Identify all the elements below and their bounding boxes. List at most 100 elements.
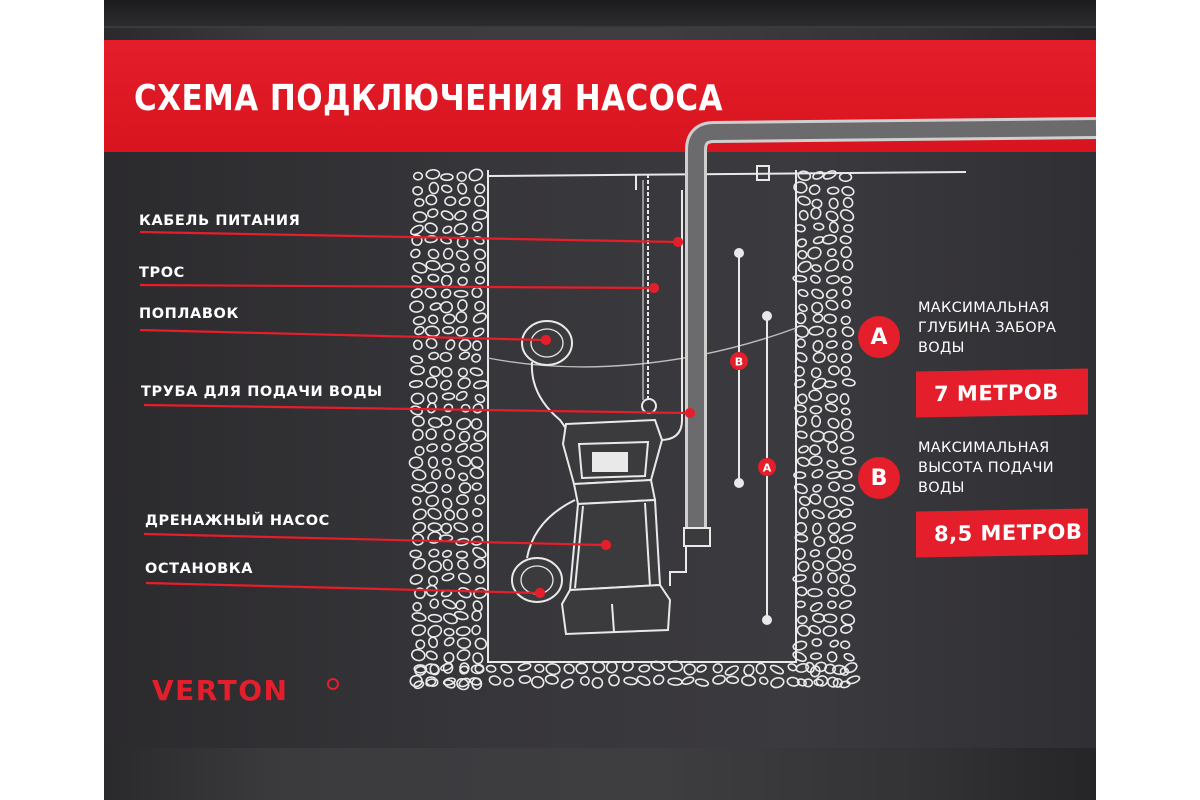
wall-stone <box>425 650 438 661</box>
wall-stone <box>623 676 638 686</box>
wall-stone <box>829 534 839 544</box>
wall-stone <box>454 210 467 221</box>
wall-stone <box>412 557 426 570</box>
wall-stone <box>575 662 589 675</box>
spec-b-badge: B <box>858 457 900 499</box>
wall-stone <box>683 663 696 676</box>
wall-stone <box>814 661 828 673</box>
wall-stone <box>842 340 853 350</box>
wall-stone <box>469 367 484 377</box>
wall-stone <box>825 393 839 404</box>
wall-stone <box>440 274 453 287</box>
wall-stone <box>472 546 487 559</box>
wall-stone <box>787 663 798 672</box>
wall-stone <box>786 676 800 687</box>
power-cable <box>659 190 683 441</box>
wall-stone <box>842 259 854 271</box>
wall-stone <box>809 444 821 456</box>
wall-stone <box>811 301 824 314</box>
wall-stone <box>826 559 842 572</box>
wall-stone <box>427 522 442 532</box>
wall-stone <box>442 225 453 234</box>
wall-stone <box>839 430 855 442</box>
wall-stone <box>443 636 455 647</box>
wall-stone <box>810 430 825 443</box>
wall-stone <box>843 224 854 233</box>
wall-stone <box>796 238 808 248</box>
wall-stone <box>808 624 822 635</box>
leader-float <box>139 328 545 342</box>
wall-stone <box>427 531 442 544</box>
wall-stone <box>411 234 423 247</box>
wall-stone <box>725 675 740 685</box>
wall-stone <box>544 674 559 685</box>
wall-stone <box>813 222 825 231</box>
svg-text:A: A <box>763 462 772 475</box>
wall-stone <box>827 417 840 429</box>
callout-leaders <box>139 230 696 599</box>
wall-stone <box>500 663 513 674</box>
discharge-pipe-inner <box>688 120 1097 530</box>
wall-stone <box>428 181 440 195</box>
wall-stone <box>409 224 424 236</box>
wall-stone <box>841 378 856 387</box>
wall-stone <box>518 674 532 685</box>
wall-stone <box>410 392 425 405</box>
wall-stone <box>811 638 823 647</box>
wall-stone <box>560 678 574 689</box>
wall-stone <box>457 367 469 378</box>
wall-stone <box>440 173 454 182</box>
wall-stone <box>474 494 486 505</box>
wall-stone <box>471 624 481 636</box>
wall-stone <box>473 380 488 390</box>
wall-stone <box>456 235 469 249</box>
wall-stone <box>456 649 471 661</box>
wall-stone <box>413 664 428 674</box>
wall-stone <box>823 380 837 389</box>
wall-stone <box>442 662 454 674</box>
wall-stone <box>811 288 825 300</box>
wall-stone <box>408 456 424 469</box>
wall-stone <box>839 393 850 405</box>
wall-stone <box>427 613 443 623</box>
wall-stone <box>840 315 851 325</box>
wall-stone <box>840 446 855 455</box>
wall-stone <box>809 493 822 505</box>
wall-stone <box>458 677 471 688</box>
wall-stone <box>412 211 428 223</box>
wall-stone <box>743 664 755 677</box>
wall-stone <box>842 484 856 493</box>
wall-stone <box>475 261 486 273</box>
wall-stone <box>460 403 471 413</box>
wall-stone <box>829 639 840 648</box>
wall-stone <box>807 246 822 260</box>
wall-stone <box>474 276 486 285</box>
wall-stone <box>824 403 838 413</box>
wall-stone <box>712 674 726 685</box>
wall-stone <box>455 599 466 611</box>
wall-stone <box>445 339 456 351</box>
wall-stone <box>724 665 739 676</box>
wall-stone <box>812 170 825 180</box>
wall-stone <box>425 676 439 687</box>
wall-stone <box>473 248 487 260</box>
spec-a-badge: A <box>858 316 900 358</box>
wall-stone <box>653 674 665 685</box>
wall-stone <box>840 353 853 364</box>
wall-stone <box>805 661 815 674</box>
wall-stone <box>821 234 838 245</box>
wall-stone <box>414 325 425 336</box>
callout-drainage-pump: ДРЕНАЖНЫЙ НАСОС <box>145 513 330 529</box>
wall-stone <box>811 377 827 390</box>
wall-stone <box>812 522 822 535</box>
wall-stone <box>797 615 808 625</box>
wall-stone <box>441 572 455 582</box>
wall-stone <box>827 441 839 453</box>
wall-stone <box>453 289 469 298</box>
wall-stone <box>797 393 808 405</box>
wall-stone <box>840 246 852 259</box>
wall-stone <box>825 340 838 349</box>
wall-stone <box>469 467 484 479</box>
wall-stone <box>712 663 724 674</box>
wall-stone <box>797 195 811 206</box>
